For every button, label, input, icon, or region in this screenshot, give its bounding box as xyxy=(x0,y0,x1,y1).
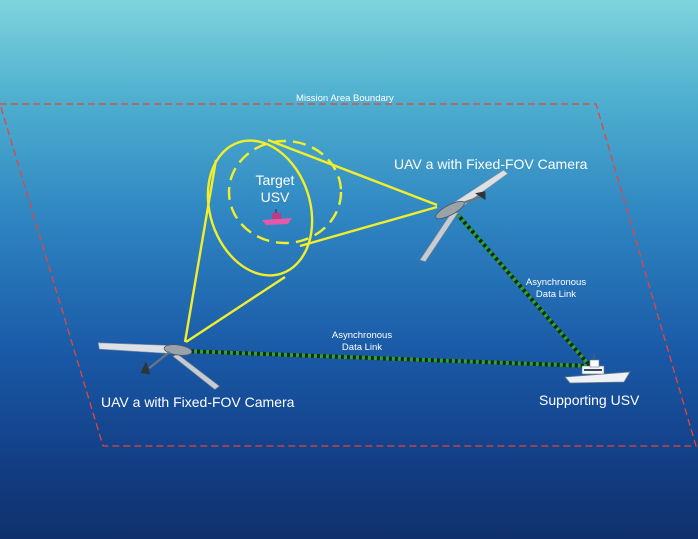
fov-cone-right xyxy=(267,138,438,248)
fov-footprint-left xyxy=(206,139,314,277)
fov-footprint-right xyxy=(227,139,343,245)
support-ship-icon xyxy=(564,354,631,384)
data-link-bottom-label: Asynchronous Data Link xyxy=(322,330,402,354)
data-link-right-label: Asynchronous Data Link xyxy=(516,277,596,301)
data-link-right-line1: Asynchronous xyxy=(525,277,587,288)
mission-boundary xyxy=(0,103,697,447)
data-link-bottom-line2: Data Link xyxy=(341,342,383,353)
support-usv-label: Supporting USV xyxy=(539,392,640,408)
uav-left-label: UAV a with Fixed-FOV Camera xyxy=(101,394,295,410)
target-label: Target USV xyxy=(250,172,300,206)
data-link-right xyxy=(456,213,592,368)
data-link-bottom-line1: Asynchronous xyxy=(331,330,393,341)
target-label-line2: USV xyxy=(260,189,290,205)
data-link-bottom xyxy=(181,349,591,368)
target-label-line1: Target xyxy=(255,172,295,188)
fov-cone-left xyxy=(183,159,286,344)
uav-icon xyxy=(419,169,509,262)
target-boat-icon xyxy=(262,209,292,225)
uav-icon xyxy=(97,342,220,390)
boundary-label: Mission Area Boundary xyxy=(296,93,394,104)
data-link-right-line2: Data Link xyxy=(535,289,577,300)
uav-right-label: UAV a with Fixed-FOV Camera xyxy=(394,156,588,172)
